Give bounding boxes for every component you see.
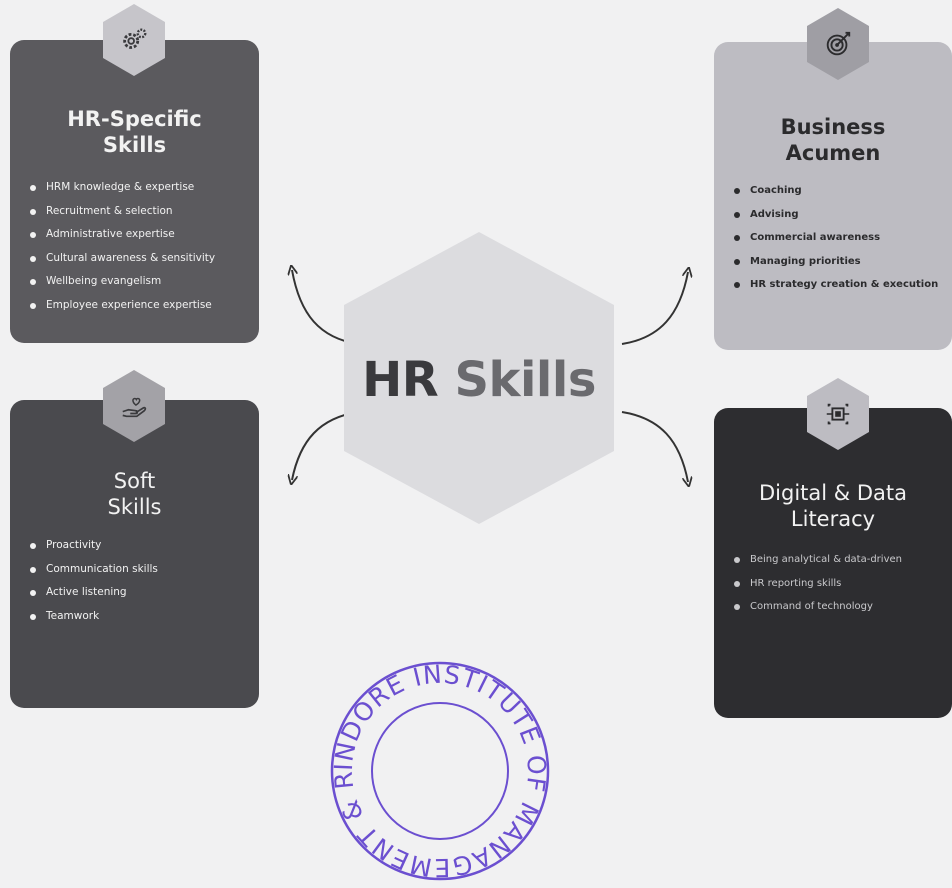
- card-digital-data-literacy: Digital & Data Literacy Being analytical…: [714, 408, 952, 718]
- card-title: Digital & Data Literacy: [759, 481, 907, 531]
- svg-text:INDORE INSTITUTE OF MANAGEMENT: INDORE INSTITUTE OF MANAGEMENT & RESEARC…: [324, 660, 551, 882]
- card-title: HR-Specific Skills: [67, 107, 202, 157]
- arrow-to-digital: [621, 411, 688, 482]
- list-item: Cultural awareness & sensitivity: [30, 247, 255, 271]
- list-item: Commercial awareness: [734, 226, 948, 250]
- center-title-word2: Skills: [454, 352, 596, 408]
- skill-list: Being analytical & data-driven HR report…: [734, 548, 948, 619]
- skill-list: Proactivity Communication skills Active …: [30, 534, 255, 628]
- center-title: HR Skills: [344, 352, 614, 408]
- card-title: Business Acumen: [780, 115, 886, 165]
- list-item: Proactivity: [30, 534, 255, 558]
- list-item: Managing priorities: [734, 250, 948, 274]
- skill-list: Coaching Advising Commercial awareness M…: [734, 179, 948, 297]
- card-title: Soft Skills: [107, 469, 162, 519]
- list-item: Administrative expertise: [30, 223, 255, 247]
- card-soft-skills: Soft Skills Proactivity Communication sk…: [10, 400, 259, 708]
- list-item: HRM knowledge & expertise: [30, 176, 255, 200]
- list-item: Recruitment & selection: [30, 200, 255, 224]
- list-item: HR strategy creation & execution: [734, 273, 948, 297]
- institution-stamp: INDORE INSTITUTE OF MANAGEMENT & RESEARC…: [324, 660, 551, 882]
- skill-list: HRM knowledge & expertise Recruitment & …: [30, 176, 255, 317]
- arrow-to-business: [621, 272, 688, 345]
- center-title-word1: HR: [362, 352, 439, 408]
- list-item: Being analytical & data-driven: [734, 548, 948, 572]
- list-item: Active listening: [30, 581, 255, 605]
- list-item: Advising: [734, 203, 948, 227]
- list-item: HR reporting skills: [734, 572, 948, 596]
- card-hr-specific-skills: HR-Specific Skills HRM knowledge & exper…: [10, 40, 259, 343]
- card-business-acumen: Business Acumen Coaching Advising Commer…: [714, 42, 952, 350]
- list-item: Employee experience expertise: [30, 294, 255, 318]
- list-item: Command of technology: [734, 595, 948, 619]
- list-item: Wellbeing evangelism: [30, 270, 255, 294]
- list-item: Teamwork: [30, 605, 255, 629]
- list-item: Communication skills: [30, 558, 255, 582]
- list-item: Coaching: [734, 179, 948, 203]
